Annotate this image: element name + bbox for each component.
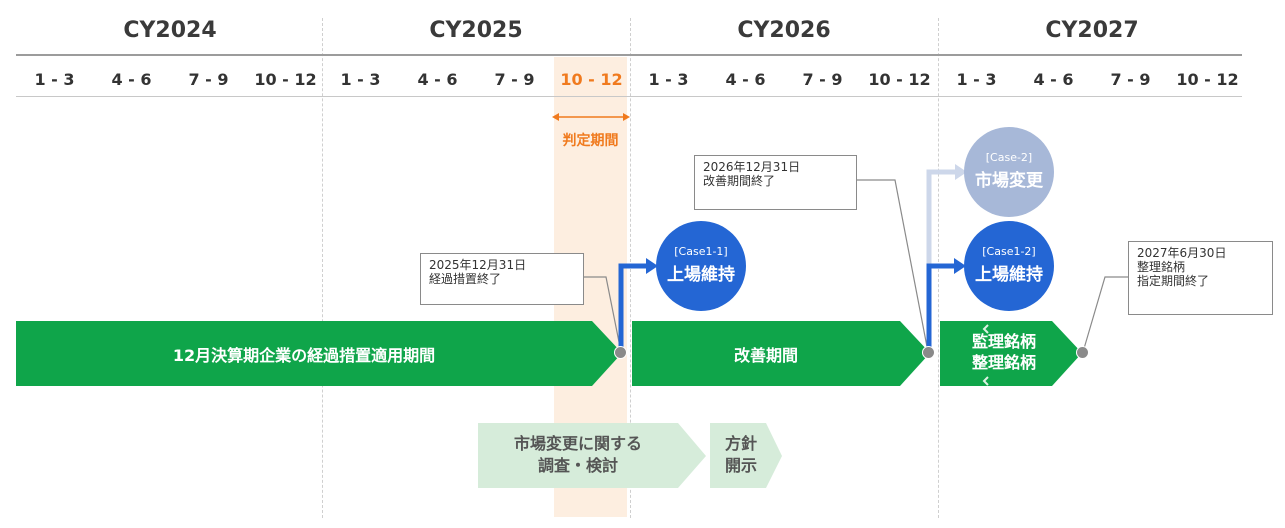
policy-label: 方針 開示 [710, 433, 772, 477]
improvement-end-dot [922, 346, 935, 359]
policy-bar [710, 423, 782, 488]
quarter-label: 10 - 12 [868, 70, 931, 89]
supervision-end-dot [1076, 346, 1089, 359]
improvement-period-label: 改善期間 [733, 346, 798, 365]
callout-2027-line2: 整理銘柄 [1137, 260, 1186, 274]
study-label-1: 市場変更に関する [513, 434, 642, 453]
case1-1-circle: [Case1-1] 上場維持 [656, 221, 746, 311]
supervision-label: 監理銘柄 整理銘柄 [940, 331, 1068, 373]
study-bar [478, 423, 706, 488]
supervision-label-1: 監理銘柄 [971, 332, 1036, 351]
policy-label-1: 方針 [724, 434, 757, 453]
policy-label-2: 開示 [724, 456, 757, 475]
year-header-2026: CY2026 [737, 18, 831, 43]
quarter-label: 7 - 9 [802, 70, 843, 89]
year-header-2027: CY2027 [1045, 18, 1139, 43]
callout-2026-line2: 改善期間終了 [703, 174, 776, 188]
quarter-label: 4 - 6 [1033, 70, 1074, 89]
transition-period-bar [16, 321, 622, 386]
quarter-label: 10 - 12 [560, 70, 623, 89]
judgement-period-arrow [552, 113, 630, 121]
callout-2026-line1: 2026年12月31日 [703, 160, 801, 174]
year-header-2025: CY2025 [429, 18, 523, 43]
callout-2027-line1: 2027年6月30日 [1137, 246, 1227, 260]
header-divider [16, 54, 1242, 56]
case2-circle: [Case-2] 市場変更 [964, 127, 1054, 217]
quarter-label: 1 - 3 [648, 70, 689, 89]
quarter-label: 10 - 12 [254, 70, 317, 89]
supervision-label-2: 整理銘柄 [971, 353, 1036, 372]
improvement-period-bar [632, 321, 930, 386]
case2-label: 市場変更 [975, 171, 1043, 191]
callout-2025-line2: 経過措置終了 [429, 272, 502, 286]
case1-1-label: 上場維持 [667, 265, 735, 285]
quarter-label: 4 - 6 [417, 70, 458, 89]
study-label: 市場変更に関する 調査・検討 [478, 433, 678, 477]
quarter-label: 7 - 9 [188, 70, 229, 89]
case1-2-circle: [Case1-2] 上場維持 [964, 221, 1054, 311]
callout-2025-end: 2025年12月31日 経過措置終了 [420, 253, 584, 305]
quarter-label: 1 - 3 [340, 70, 381, 89]
judgement-period-label: 判定期間 [562, 133, 619, 149]
quarter-label: 1 - 3 [956, 70, 997, 89]
quarter-label: 4 - 6 [725, 70, 766, 89]
quarter-divider [16, 96, 1242, 97]
study-label-2: 調査・検討 [537, 456, 618, 475]
case1-1-tag: [Case1-1] [674, 245, 728, 258]
quarter-label: 4 - 6 [111, 70, 152, 89]
callout-2027-end: 2027年6月30日 整理銘柄 指定期間終了 [1128, 241, 1273, 315]
callout-2025-line1: 2025年12月31日 [429, 258, 527, 272]
case1-2-label: 上場維持 [975, 265, 1043, 285]
case2-tag: [Case-2] [985, 151, 1033, 164]
year-separator [322, 18, 323, 518]
case1-2-tag: [Case1-2] [982, 245, 1036, 258]
transition-period-label: 12月決算期企業の経過措置適用期間 [172, 346, 436, 365]
quarter-label: 10 - 12 [1176, 70, 1239, 89]
callout-2027-line3: 指定期間終了 [1137, 274, 1210, 288]
transition-end-dot [614, 346, 627, 359]
quarter-label: 7 - 9 [494, 70, 535, 89]
quarter-label: 1 - 3 [34, 70, 75, 89]
quarter-label: 7 - 9 [1110, 70, 1151, 89]
year-header-2024: CY2024 [123, 18, 217, 43]
callout-2026-end: 2026年12月31日 改善期間終了 [694, 155, 857, 210]
supervision-bar [940, 321, 1082, 386]
